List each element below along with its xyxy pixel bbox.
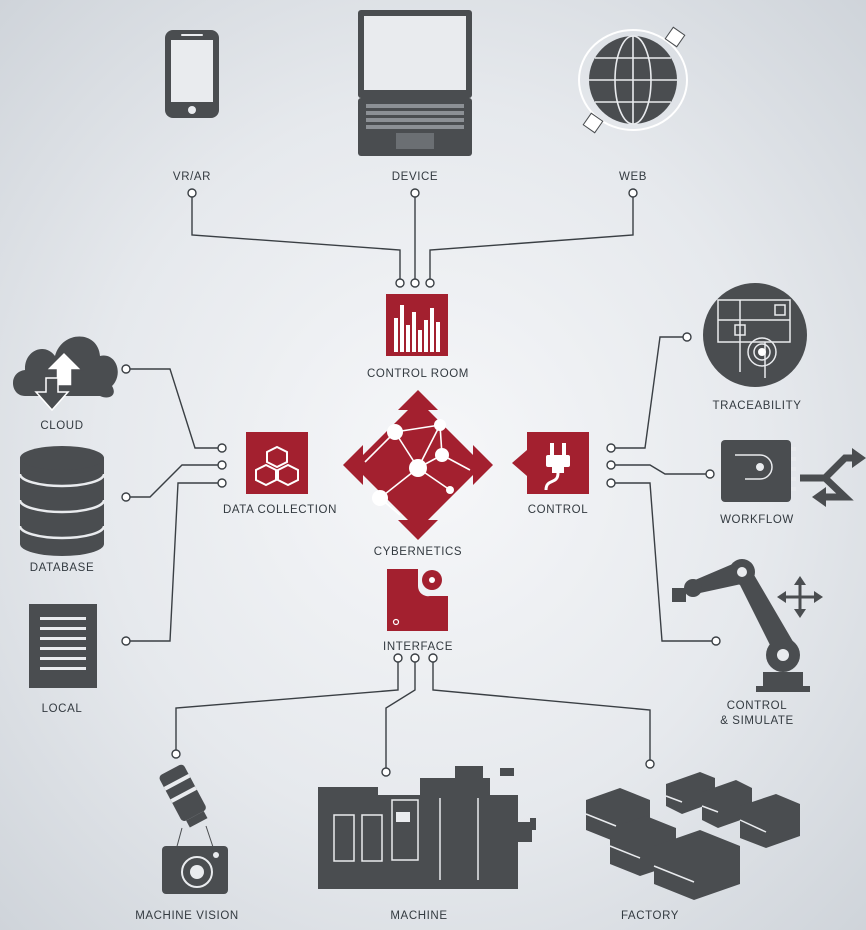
connector-lines xyxy=(126,195,716,770)
move-cross-icon xyxy=(777,576,823,618)
traceability-label: TRACEABILITY xyxy=(713,400,802,412)
data-collection-label: DATA COLLECTION xyxy=(223,504,337,516)
globe-icon xyxy=(578,26,688,134)
cybernetics-label: CYBERNETICS xyxy=(374,546,462,558)
document-icon xyxy=(29,604,97,688)
workflow-icon xyxy=(714,440,796,502)
interface-icon xyxy=(387,569,448,631)
interface-label: INTERFACE xyxy=(383,641,453,653)
control-simulate-label-1: CONTROL xyxy=(727,700,787,712)
connector-dots xyxy=(121,188,721,777)
database-icon xyxy=(18,446,106,556)
cnc-machine-icon xyxy=(318,766,536,889)
circuit-icon xyxy=(703,283,807,387)
hexagon-icon xyxy=(246,432,308,494)
laptop-icon xyxy=(358,10,472,156)
control-simulate-label-2: & SIMULATE xyxy=(720,715,794,727)
phone-icon xyxy=(165,30,219,118)
control-label: CONTROL xyxy=(528,504,588,516)
machine-label: MACHINE xyxy=(390,910,447,922)
control-room-icon xyxy=(386,294,448,356)
machine-vision-label: MACHINE VISION xyxy=(135,910,239,922)
database-label: DATABASE xyxy=(30,562,94,574)
workflow-label: WORKFLOW xyxy=(720,514,794,526)
vrar-label: VR/AR xyxy=(173,171,211,183)
cloud-label: CLOUD xyxy=(40,420,83,432)
cloud-icon xyxy=(12,336,118,412)
network-icon xyxy=(343,390,493,540)
factory-label: FACTORY xyxy=(621,910,679,922)
web-label: WEB xyxy=(619,171,647,183)
device-label: DEVICE xyxy=(392,171,438,183)
robot-arm-icon xyxy=(672,559,810,692)
arrows-icon xyxy=(800,448,866,507)
control-room-label: CONTROL ROOM xyxy=(367,368,469,380)
plug-icon xyxy=(512,432,589,494)
local-label: LOCAL xyxy=(42,703,83,715)
factory-icon xyxy=(585,772,800,900)
camera-icon xyxy=(159,764,228,894)
